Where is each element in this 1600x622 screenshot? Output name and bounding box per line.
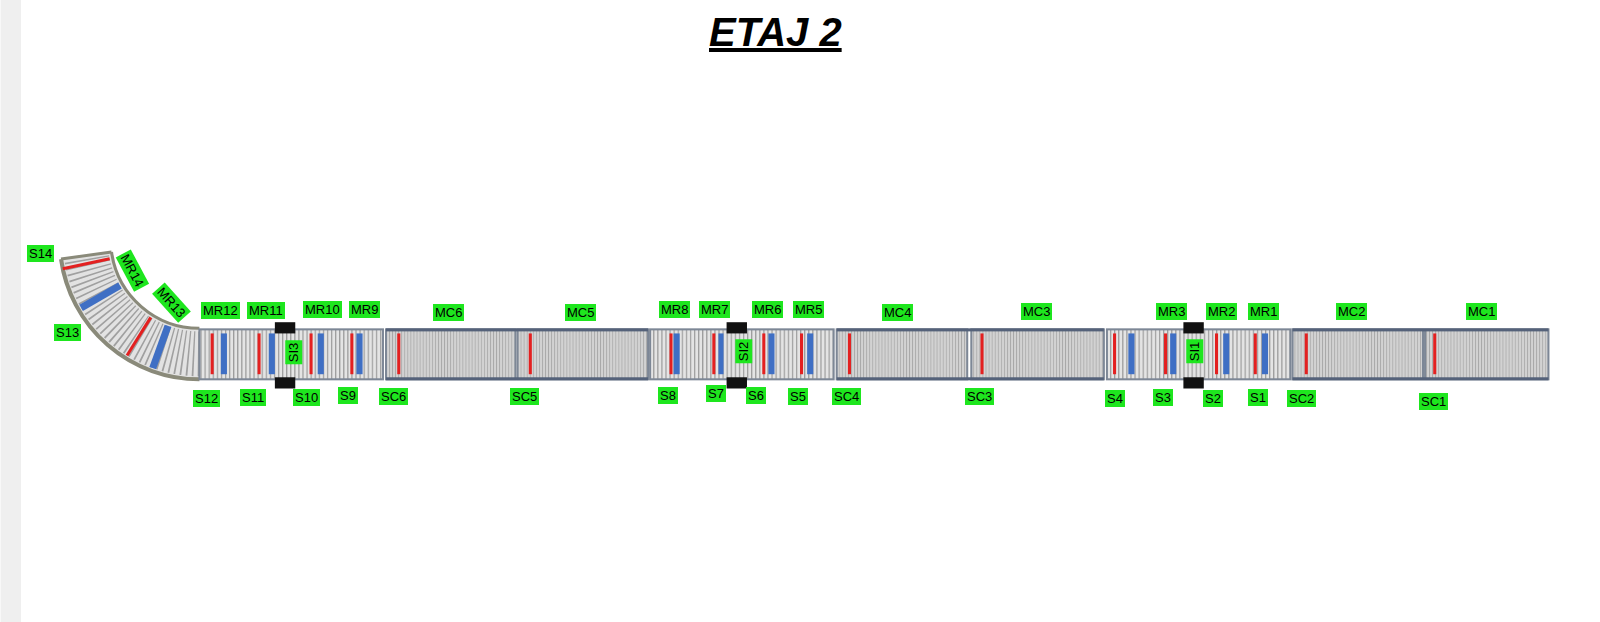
part-label: MC6 [433, 304, 464, 321]
part-label: MC2 [1336, 303, 1367, 320]
part-label: SI1 [1186, 340, 1203, 364]
part-label: S6 [746, 387, 766, 404]
part-label: MR5 [793, 301, 824, 318]
part-label: MR1 [1248, 303, 1279, 320]
part-label: SC3 [965, 388, 994, 405]
part-label: MR11 [247, 302, 285, 319]
part-label: S7 [706, 385, 726, 402]
part-label: MR6 [752, 301, 783, 318]
part-label: S12 [193, 390, 220, 407]
part-label: S14 [27, 245, 54, 262]
part-label: S11 [240, 389, 266, 406]
part-label: MR9 [349, 301, 380, 318]
part-label: SC5 [510, 388, 539, 405]
part-label: S4 [1105, 390, 1125, 407]
part-label: SI3 [285, 341, 302, 365]
part-label: S5 [788, 388, 808, 405]
part-label: S9 [338, 387, 358, 404]
part-label: MC5 [565, 304, 596, 321]
part-label: SC6 [379, 388, 408, 405]
part-label: S3 [1153, 389, 1173, 406]
part-label: SC1 [1419, 393, 1448, 410]
part-label: MR2 [1206, 303, 1237, 320]
part-label: SC2 [1287, 390, 1316, 407]
part-label: S8 [658, 387, 678, 404]
part-label: S1 [1248, 389, 1268, 406]
part-label: MC4 [882, 304, 913, 321]
part-label: MR10 [303, 301, 342, 318]
part-label: S10 [293, 389, 320, 406]
page-title: ETAJ 2 [709, 10, 842, 55]
part-label: SC4 [832, 388, 861, 405]
part-label: MR7 [699, 301, 730, 318]
part-label: SI2 [735, 340, 752, 364]
part-label: MC1 [1466, 303, 1497, 320]
part-label: S13 [54, 324, 81, 341]
part-label: MC3 [1021, 303, 1052, 320]
part-label: MR12 [201, 302, 240, 319]
part-label: MR8 [659, 301, 690, 318]
part-label: MR3 [1156, 303, 1187, 320]
part-label: S2 [1203, 390, 1223, 407]
